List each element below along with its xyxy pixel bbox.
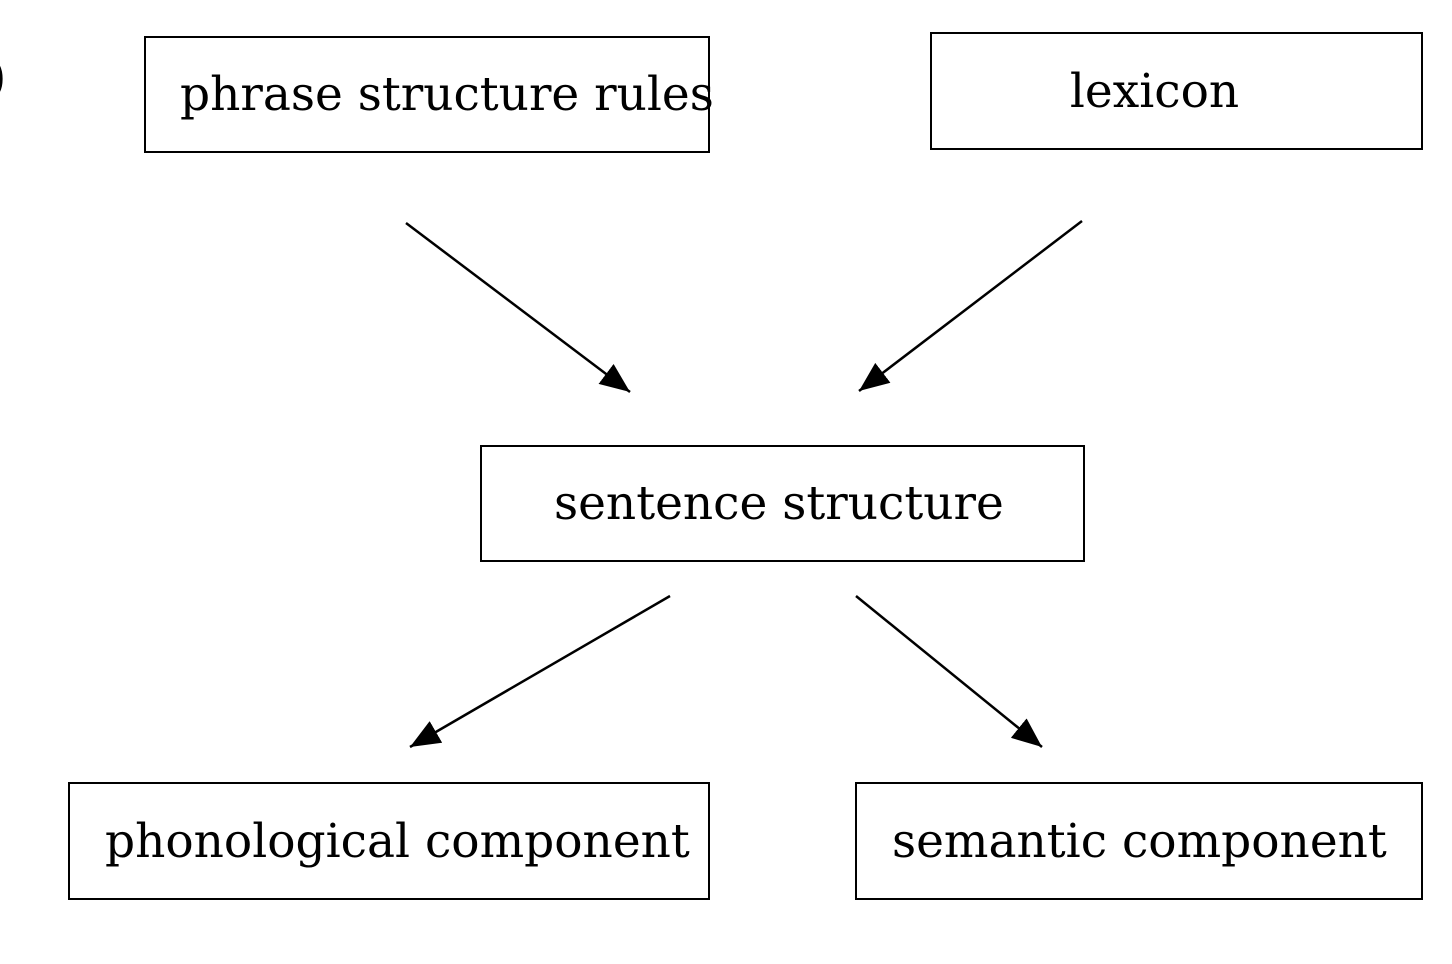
node-label: phrase structure rules: [180, 67, 714, 122]
node-semantic-component: semantic component: [855, 782, 1423, 900]
node-sentence-structure: sentence structure: [480, 445, 1085, 562]
node-label: sentence structure: [554, 476, 1004, 531]
arrow-lexicon-to-sentence-structure: [858, 220, 1083, 392]
node-phonological-component: phonological component: [68, 782, 710, 900]
node-phrase-structure-rules: phrase structure rules: [144, 36, 714, 153]
arrow-sentence-structure-to-semantic-component: [855, 595, 1043, 748]
node-lexicon: lexicon: [930, 32, 1423, 150]
node-label: semantic component: [892, 813, 1387, 869]
example-number-mark: ): [0, 54, 6, 101]
node-label: phonological component: [105, 813, 690, 869]
node-label: lexicon: [1069, 63, 1240, 119]
arrow-sentence-structure-to-phonological-component: [409, 594, 671, 749]
arrow-phrase-structure-rules-to-sentence-structure: [405, 222, 631, 393]
